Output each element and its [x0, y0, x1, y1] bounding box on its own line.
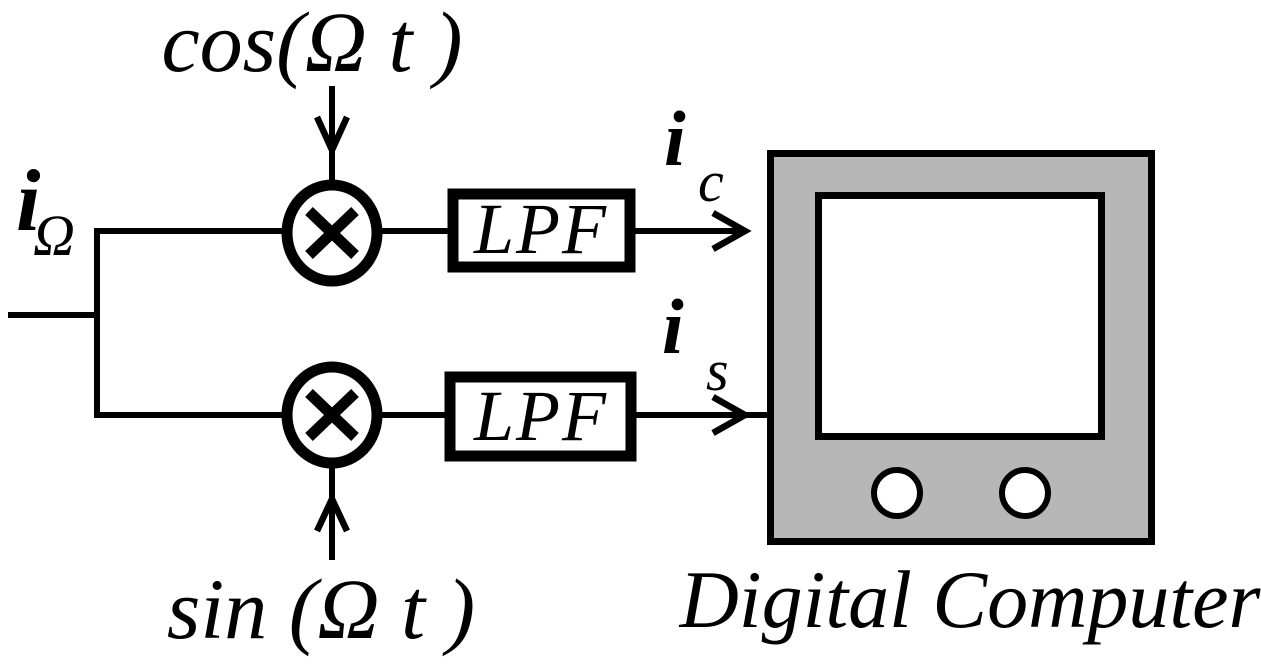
- multiply-cross-icon: [305, 207, 359, 259]
- computer-caption: Digital Computer: [679, 554, 1261, 645]
- lpf-block-top: LPF: [447, 188, 636, 273]
- lpf-label-bottom: LPF: [473, 376, 608, 456]
- output-arrow-bottom: [635, 394, 768, 436]
- sin-feed-arrow: [314, 466, 350, 560]
- lpf-box-top: [447, 188, 636, 273]
- input-branch-wires: [8, 228, 287, 418]
- computer-screen: [815, 192, 1105, 440]
- input-signal-subscript: Ω: [33, 203, 75, 268]
- multiplier-circle: [281, 179, 383, 287]
- output-arrow-top: [634, 210, 752, 252]
- arrow-down-icon: [314, 115, 350, 158]
- output-bottom-label: i s: [662, 283, 729, 403]
- sin-carrier-label: sin (Ω t ): [167, 561, 475, 657]
- lpf-box-bottom: [444, 371, 637, 462]
- cos-feed-arrow: [314, 86, 350, 184]
- mixer-top: [281, 179, 383, 287]
- arrow-right-icon: [711, 210, 752, 252]
- digital-computer-block: [767, 150, 1155, 545]
- arrow-up-icon: [314, 491, 350, 533]
- knob-left-icon: [871, 467, 923, 519]
- output-bottom-subscript: s: [706, 338, 729, 403]
- knob-right-icon: [999, 467, 1051, 519]
- multiply-cross-icon: [305, 389, 359, 441]
- arrow-right-icon: [711, 394, 752, 436]
- cos-carrier-label: cos(Ω t ): [162, 0, 463, 90]
- lpf-label-top: LPF: [473, 189, 608, 269]
- output-bottom-base: i: [662, 283, 684, 370]
- lpf-block-bottom: LPF: [444, 371, 637, 462]
- output-top-subscript: c: [698, 149, 724, 214]
- input-signal-base: i: [16, 153, 41, 250]
- multiplier-circle: [281, 361, 383, 469]
- output-top-base: i: [664, 95, 686, 182]
- output-top-label: i c: [664, 95, 724, 214]
- mixer-bottom: [281, 361, 383, 469]
- input-signal-label: i Ω: [16, 153, 75, 268]
